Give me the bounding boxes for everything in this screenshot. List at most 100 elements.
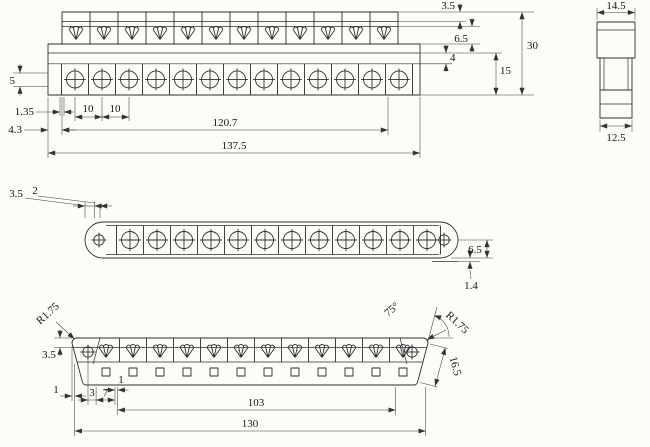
wire-slot [344, 367, 354, 377]
dim-bottom-slot-width: 7 [103, 387, 109, 399]
terminal-screw-icon [117, 67, 141, 91]
terminal-screw-icon [387, 67, 411, 91]
terminal-screw-icon [90, 67, 114, 91]
dim-side-top-width: 14.5 [606, 0, 626, 12]
plan-view-outline [84, 221, 459, 262]
wire-clamp-icon [287, 343, 303, 358]
wire-slot [263, 367, 273, 377]
wire-clamp-icon [348, 25, 364, 40]
front-view-dimensions: 3.5 6.5 30 4 15 5 10 10 1.35 4.3 120.7 1… [8, 0, 539, 158]
dim-front-top-lip: 3.5 [441, 0, 455, 12]
dim-front-pitch-a: 10 [83, 103, 95, 115]
terminal-screw-icon [307, 228, 331, 252]
dim-bottom-edge-offset: 1 [53, 384, 59, 396]
wire-clamp-icon [208, 25, 224, 40]
terminal-screw-icon [388, 228, 412, 252]
wire-clamp-icon [292, 25, 308, 40]
dim-front-pitch-b: 10 [110, 103, 122, 115]
terminal-screw-icon [334, 228, 358, 252]
front-view: 3.5 6.5 30 4 15 5 10 10 1.35 4.3 120.7 1… [8, 0, 539, 158]
dim-plan-lip: 1.4 [464, 280, 478, 292]
dim-front-overall-length: 137.5 [222, 140, 247, 152]
plan-view-dimensions: 3.5 2 6.5 1.4 [9, 185, 493, 292]
dim-plan-edge-width: 6.5 [468, 244, 482, 256]
mounting-hole-icon [80, 344, 96, 360]
wire-slot [398, 367, 408, 377]
terminal-screw-icon [172, 228, 196, 252]
terminal-screw-icon [225, 67, 249, 91]
terminal-screw-icon [118, 228, 142, 252]
wire-clamp-icon [98, 343, 114, 358]
terminal-screw-icon [280, 228, 304, 252]
wire-clamp-icon [125, 343, 141, 358]
bottom-cell-dividers [119, 337, 390, 363]
wire-clamp-icon [236, 25, 252, 40]
wire-clamp-icon [233, 343, 249, 358]
dim-front-terminal-span: 120.7 [213, 117, 238, 129]
wire-clamp-icon [68, 25, 84, 40]
wire-slot [155, 367, 165, 377]
dim-bottom-radius-right: R1.75 [443, 309, 471, 336]
wire-clamp-icon [341, 343, 357, 358]
dim-bottom-radius-left: R1.75 [34, 300, 62, 327]
wire-slot [128, 367, 138, 377]
terminal-screw-icon [253, 228, 277, 252]
wire-clamp-icon [368, 343, 384, 358]
dim-bottom-slot-span: 103 [248, 397, 265, 409]
wire-clamp-icon [180, 25, 196, 40]
bottom-slots-row [101, 367, 408, 377]
terminal-screw-icon [144, 67, 168, 91]
dim-plan-end-offset: 3.5 [9, 188, 23, 200]
terminal-screw-icon [333, 67, 357, 91]
dim-front-mid-step: 4 [450, 52, 456, 64]
mounting-hole-icon [91, 232, 107, 248]
terminal-screw-icon [171, 67, 195, 91]
wire-clamp-icon [96, 25, 112, 40]
terminal-screw-icon [199, 228, 223, 252]
wire-slot [236, 367, 246, 377]
dim-front-overall-height: 30 [527, 40, 539, 52]
side-view-outline [596, 21, 636, 119]
terminal-screw-icon [63, 67, 87, 91]
wire-clamp-icon [264, 25, 280, 40]
plan-view: 3.5 2 6.5 1.4 [9, 185, 493, 292]
terminal-screw-icon [226, 228, 250, 252]
dim-bottom-top-wall: 3.5 [42, 349, 56, 361]
wire-slot [101, 367, 111, 377]
side-view: 14.5 12.5 [596, 0, 636, 144]
wire-slot [290, 367, 300, 377]
wire-clamp-icon [320, 25, 336, 40]
dim-front-left-step: 5 [10, 75, 16, 87]
bottom-view: R1.75 75° R1.75 16.5 3.5 1 3 7 1 103 130 [34, 300, 471, 436]
side-view-dimensions: 14.5 12.5 [596, 0, 636, 144]
wire-clamp-icon [179, 343, 195, 358]
dim-bottom-end-angle: 75° [382, 300, 402, 319]
terminal-screw-icon [306, 67, 330, 91]
mounting-hole-icon [404, 344, 420, 360]
terminal-screw-icon [145, 228, 169, 252]
wire-clamp-icon [260, 343, 276, 358]
wire-slot [371, 367, 381, 377]
dim-side-bottom-width: 12.5 [606, 132, 626, 144]
wire-clamp-icon [152, 343, 168, 358]
dim-front-clamp-window: 6.5 [454, 33, 468, 45]
dim-front-end-wall: 4.3 [8, 124, 22, 136]
bottom-view-outline [71, 337, 429, 386]
wire-clamp-icon [206, 343, 222, 358]
wire-clamp-icon [152, 25, 168, 40]
terminal-screw-icon [360, 67, 384, 91]
dim-front-wall: 1.35 [15, 106, 35, 118]
terminal-screw-icon [361, 228, 385, 252]
dim-plan-wall: 2 [32, 185, 38, 197]
terminal-screw-icon [198, 67, 222, 91]
wire-slot [182, 367, 192, 377]
mounting-hole-icon [436, 232, 452, 248]
terminal-screw-icon [279, 67, 303, 91]
wire-clamp-icon [376, 25, 392, 40]
dim-bottom-slant-length: 16.5 [447, 355, 464, 377]
wire-slot [317, 367, 327, 377]
wire-slot [209, 367, 219, 377]
terminal-screw-icon [252, 67, 276, 91]
wire-clamp-icon [314, 343, 330, 358]
